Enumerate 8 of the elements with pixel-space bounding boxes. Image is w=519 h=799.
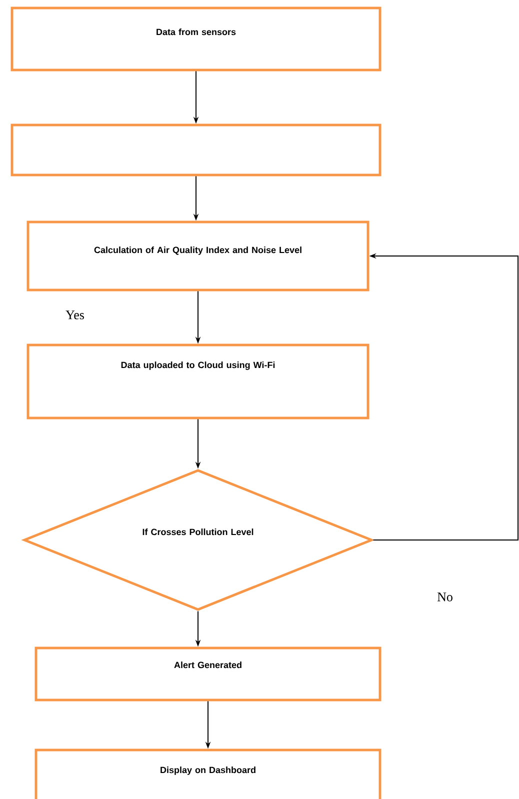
process-box: Data uploaded to Cloud using Wi-Fi [26,344,370,420]
process-box [10,124,382,176]
process-box: Display on Dashboard [34,748,382,799]
process-box: Alert Generated [34,646,382,702]
process-box: Data from sensors [10,6,382,72]
branch-label: Yes [66,310,84,320]
process-box: Calculation of Air Quality Index and Noise Level [26,220,370,292]
branch-label: No [437,592,452,602]
